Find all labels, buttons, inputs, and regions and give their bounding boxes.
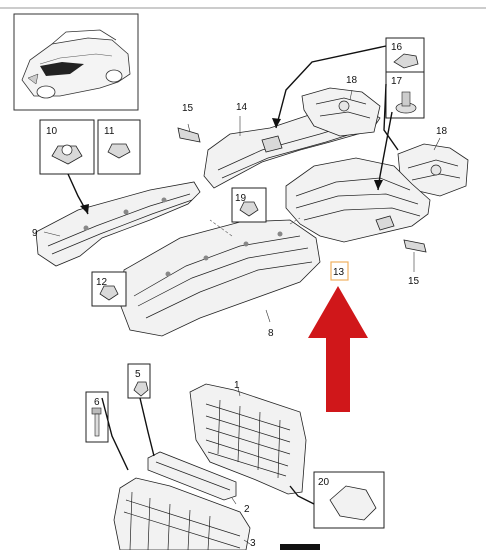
clip-15-lower (403, 239, 427, 253)
callout-6: 6 (94, 397, 100, 408)
trim-strip-2 (147, 451, 237, 501)
callout-10: 10 (46, 126, 58, 137)
radiator-shutter-1 (189, 383, 307, 495)
underbody-shield-13 (285, 157, 431, 243)
callout-13: 13 (333, 267, 345, 278)
callout-18-upper: 18 (346, 75, 358, 86)
bolt-6 (85, 391, 109, 443)
callout-5: 5 (135, 369, 141, 380)
underbody-shield-9 (35, 181, 201, 267)
bracket-18-upper (301, 87, 381, 137)
callout-15-upper: 15 (182, 103, 194, 114)
detail-box-11 (97, 119, 141, 175)
underbody-shield-8 (119, 219, 321, 337)
callout-20: 20 (318, 477, 330, 488)
clip-5 (127, 363, 151, 399)
callout-9: 9 (32, 228, 38, 239)
bracket-18-right (397, 143, 469, 197)
detail-box-20 (313, 471, 385, 529)
callout-15-lower: 15 (408, 276, 420, 287)
callout-19: 19 (235, 193, 247, 204)
callout-17: 17 (391, 76, 403, 87)
page-fragment (280, 544, 320, 550)
suv-vehicle-icon (21, 29, 131, 99)
detail-box-16 (385, 37, 425, 73)
grille-frame-3 (113, 477, 251, 550)
highlight-box-13 (330, 261, 349, 281)
red-up-arrow-icon (308, 286, 368, 412)
detail-box-12 (91, 271, 127, 307)
callout-lines (43, 89, 441, 545)
callout-14: 14 (236, 102, 248, 113)
callout-16: 16 (391, 42, 403, 53)
callout-2: 2 (244, 504, 250, 515)
callout-1: 1 (234, 380, 240, 391)
callout-11: 11 (104, 126, 115, 137)
callout-18-right: 18 (436, 126, 448, 137)
leader-arrows (67, 45, 399, 505)
clip-15-upper (177, 127, 201, 143)
detail-box-19 (231, 187, 267, 223)
callout-12: 12 (96, 277, 108, 288)
callout-3: 3 (250, 538, 256, 549)
vehicle-thumbnail (13, 13, 139, 111)
detail-box-10 (39, 119, 95, 175)
callout-8: 8 (268, 328, 274, 339)
